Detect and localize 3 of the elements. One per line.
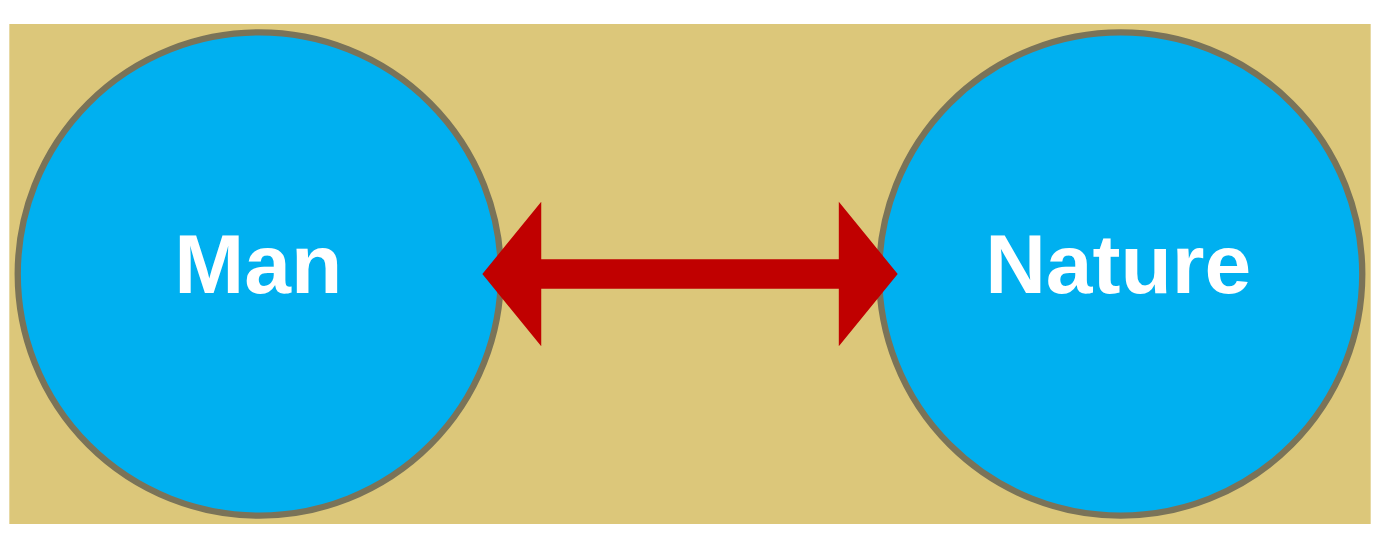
arrow <box>482 201 898 347</box>
node-circle: Nature <box>875 29 1366 519</box>
node-circle: Man <box>14 29 505 519</box>
